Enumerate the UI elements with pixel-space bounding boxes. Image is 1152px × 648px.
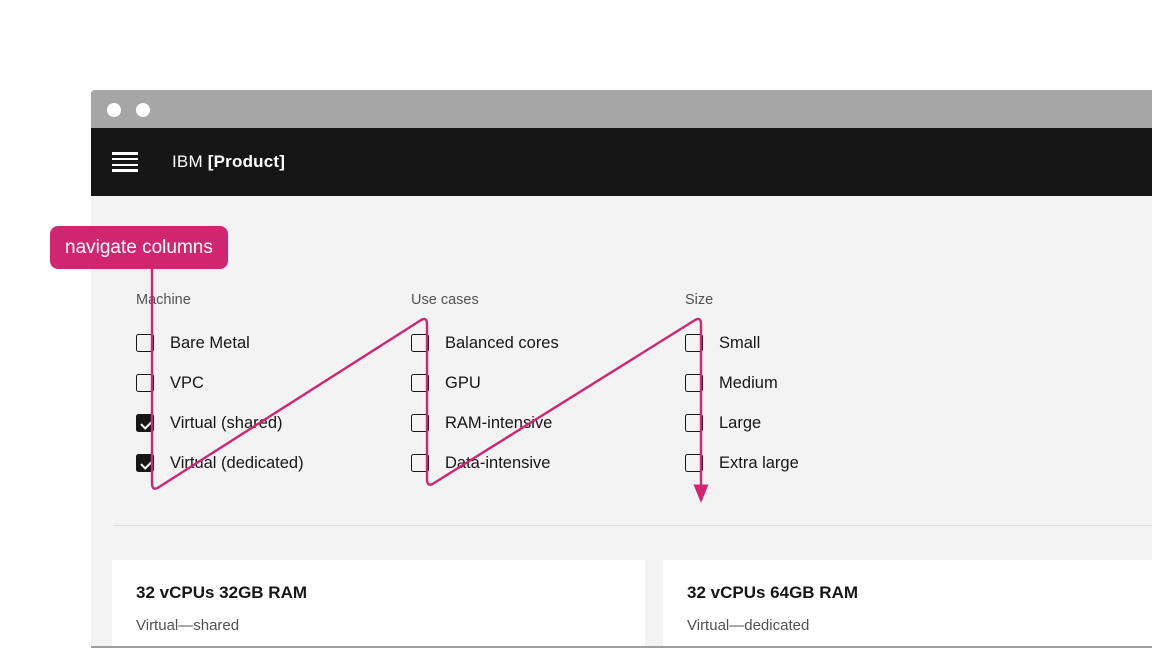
checkbox[interactable] bbox=[685, 454, 703, 472]
checkbox-row[interactable]: Bare Metal bbox=[136, 323, 396, 363]
checkbox[interactable] bbox=[136, 414, 154, 432]
browser-window: IBM [Product] Machine Bare Metal VPC Vir… bbox=[91, 90, 1152, 648]
result-tile[interactable]: 32 vCPUs 32GB RAM Virtual—shared bbox=[112, 560, 645, 648]
result-title: 32 vCPUs 32GB RAM bbox=[136, 583, 308, 602]
checkbox[interactable] bbox=[136, 374, 154, 392]
checkbox[interactable] bbox=[136, 454, 154, 472]
app-header: IBM [Product] bbox=[91, 128, 1152, 196]
section-divider bbox=[113, 525, 1152, 526]
checkbox-row[interactable]: RAM-intensive bbox=[411, 403, 671, 443]
filter-column-use-cases: Use cases Balanced cores GPU RAM-intensi… bbox=[411, 290, 671, 483]
checkbox[interactable] bbox=[411, 334, 429, 352]
checkbox-label[interactable]: Balanced cores bbox=[445, 333, 559, 352]
checkbox-label[interactable]: Medium bbox=[719, 373, 778, 392]
checkbox-label[interactable]: GPU bbox=[445, 373, 481, 392]
checkbox-row[interactable]: Small bbox=[685, 323, 945, 363]
window-control-dot[interactable] bbox=[136, 103, 150, 117]
checkbox-label[interactable]: Bare Metal bbox=[170, 333, 250, 352]
checkbox[interactable] bbox=[685, 334, 703, 352]
checkbox[interactable] bbox=[411, 414, 429, 432]
checkbox[interactable] bbox=[411, 454, 429, 472]
checkbox-label[interactable]: RAM-intensive bbox=[445, 413, 553, 432]
filter-column-size: Size Small Medium Large Extra large bbox=[685, 290, 945, 483]
checkbox[interactable] bbox=[685, 414, 703, 432]
checkbox-label[interactable]: Data-intensive bbox=[445, 453, 551, 472]
result-title: 32 vCPUs 64GB RAM bbox=[687, 583, 859, 602]
annotation-label: navigate columns bbox=[50, 226, 228, 269]
checkbox-row[interactable]: Virtual (dedicated) bbox=[136, 443, 396, 483]
checkbox[interactable] bbox=[685, 374, 703, 392]
result-subtitle: Virtual—shared bbox=[136, 617, 240, 634]
filter-column-machine: Machine Bare Metal VPC Virtual (shared) … bbox=[136, 290, 396, 483]
column-title: Size bbox=[685, 292, 714, 308]
brand-prefix: IBM bbox=[172, 152, 203, 171]
checkbox-row[interactable]: Large bbox=[685, 403, 945, 443]
page-content: Machine Bare Metal VPC Virtual (shared) … bbox=[91, 196, 1152, 648]
window-titlebar bbox=[91, 90, 1152, 128]
column-title: Machine bbox=[136, 292, 191, 308]
checkbox-row[interactable]: Data-intensive bbox=[411, 443, 671, 483]
checkbox-row[interactable]: Extra large bbox=[685, 443, 945, 483]
checkbox-row[interactable]: VPC bbox=[136, 363, 396, 403]
checkbox-label[interactable]: Virtual (shared) bbox=[170, 413, 283, 432]
brand-title: IBM [Product] bbox=[172, 152, 285, 172]
checkbox[interactable] bbox=[411, 374, 429, 392]
checkbox-row[interactable]: GPU bbox=[411, 363, 671, 403]
checkbox-label[interactable]: Small bbox=[719, 333, 761, 352]
checkbox-row[interactable]: Balanced cores bbox=[411, 323, 671, 363]
window-control-dot[interactable] bbox=[107, 103, 121, 117]
checkbox-row[interactable]: Medium bbox=[685, 363, 945, 403]
checkbox[interactable] bbox=[136, 334, 154, 352]
column-title: Use cases bbox=[411, 292, 479, 308]
result-tile[interactable]: 32 vCPUs 64GB RAM Virtual—dedicated bbox=[663, 560, 1152, 648]
brand-product: [Product] bbox=[207, 152, 286, 171]
result-subtitle: Virtual—dedicated bbox=[687, 617, 810, 634]
checkbox-label[interactable]: Extra large bbox=[719, 453, 799, 472]
checkbox-label[interactable]: VPC bbox=[170, 373, 204, 392]
checkbox-label[interactable]: Large bbox=[719, 413, 762, 432]
checkbox-row[interactable]: Virtual (shared) bbox=[136, 403, 396, 443]
checkbox-label[interactable]: Virtual (dedicated) bbox=[170, 453, 304, 472]
hamburger-menu-icon[interactable] bbox=[112, 152, 138, 172]
window-bottom-edge bbox=[91, 646, 1152, 648]
